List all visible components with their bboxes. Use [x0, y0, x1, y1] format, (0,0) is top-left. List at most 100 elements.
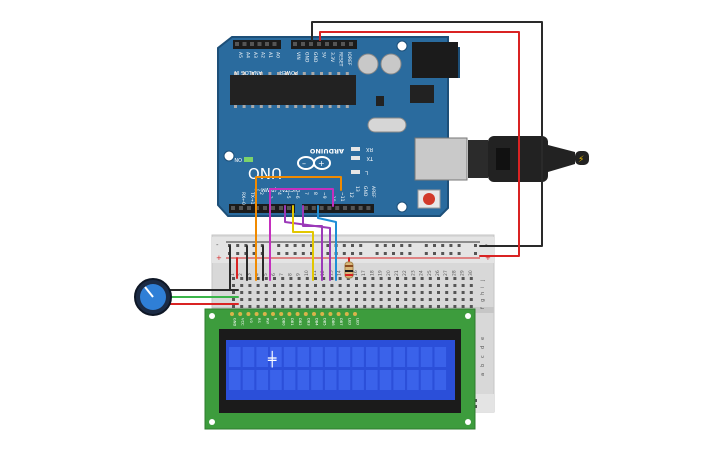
- breadboard-hole[interactable]: [428, 298, 432, 301]
- breadboard-hole[interactable]: [310, 244, 313, 247]
- breadboard-hole[interactable]: [297, 277, 301, 280]
- breadboard-hole[interactable]: [281, 291, 285, 294]
- header-pin[interactable]: [335, 206, 340, 210]
- breadboard-hole[interactable]: [379, 291, 383, 294]
- breadboard-hole[interactable]: [277, 244, 281, 247]
- breadboard-hole[interactable]: [330, 284, 334, 287]
- breadboard-hole[interactable]: [342, 252, 346, 255]
- breadboard-hole[interactable]: [363, 284, 367, 287]
- breadboard-hole[interactable]: [363, 305, 367, 308]
- breadboard-hole[interactable]: [457, 252, 461, 255]
- breadboard-hole[interactable]: [273, 277, 276, 280]
- breadboard-hole[interactable]: [240, 298, 244, 301]
- header-pin[interactable]: [304, 206, 308, 210]
- breadboard-hole[interactable]: [355, 284, 358, 287]
- breadboard-hole[interactable]: [305, 291, 309, 294]
- header-pin[interactable]: [319, 206, 324, 210]
- breadboard-hole[interactable]: [273, 298, 276, 301]
- breadboard-hole[interactable]: [338, 298, 342, 301]
- power-header[interactable]: [291, 40, 357, 49]
- breadboard-hole[interactable]: [445, 291, 449, 294]
- breadboard-hole[interactable]: [420, 284, 424, 287]
- breadboard-hole[interactable]: [326, 244, 330, 247]
- lcd-pin[interactable]: [238, 312, 243, 316]
- wire-rs-orange[interactable]: [255, 176, 342, 281]
- breadboard-hole[interactable]: [445, 284, 449, 287]
- header-pin[interactable]: [349, 42, 353, 46]
- header-pin[interactable]: [366, 206, 371, 210]
- header-pin[interactable]: [317, 42, 321, 46]
- breadboard-hole[interactable]: [264, 291, 268, 294]
- breadboard-hole[interactable]: [289, 298, 293, 301]
- lcd-pin[interactable]: [320, 312, 325, 316]
- header-pin[interactable]: [257, 42, 262, 46]
- breadboard-hole[interactable]: [322, 284, 326, 287]
- header-pin[interactable]: [311, 206, 316, 210]
- breadboard-hole[interactable]: [453, 298, 457, 301]
- breadboard-hole[interactable]: [277, 252, 281, 255]
- breadboard-hole[interactable]: [264, 305, 268, 308]
- breadboard-hole[interactable]: [248, 305, 252, 308]
- breadboard-hole[interactable]: [469, 277, 473, 280]
- breadboard-hole[interactable]: [346, 298, 350, 301]
- analog-header[interactable]: [233, 40, 281, 49]
- lcd-pin[interactable]: [303, 312, 308, 316]
- breadboard-hole[interactable]: [461, 284, 465, 287]
- wire-5v-rail[interactable]: [319, 31, 520, 257]
- breadboard-hole[interactable]: [461, 291, 465, 294]
- breadboard-hole[interactable]: [330, 305, 334, 308]
- breadboard-hole[interactable]: [338, 284, 342, 287]
- breadboard-hole[interactable]: [408, 252, 412, 255]
- breadboard-hole[interactable]: [469, 305, 473, 308]
- breadboard-hole[interactable]: [404, 305, 408, 308]
- breadboard-hole[interactable]: [379, 305, 383, 308]
- breadboard-hole[interactable]: [441, 244, 445, 247]
- breadboard-hole[interactable]: [346, 284, 350, 287]
- wires[interactable]: [169, 21, 543, 305]
- header-pin[interactable]: [231, 206, 235, 210]
- breadboard-hole[interactable]: [445, 277, 449, 280]
- header-pin[interactable]: [250, 42, 254, 46]
- breadboard-hole[interactable]: [363, 277, 367, 280]
- lcd-pin[interactable]: [312, 312, 316, 316]
- breadboard-hole[interactable]: [305, 284, 309, 287]
- breadboard-hole[interactable]: [371, 291, 375, 294]
- breadboard-hole[interactable]: [256, 284, 260, 287]
- breadboard-hole[interactable]: [310, 252, 313, 255]
- header-pin[interactable]: [333, 42, 337, 46]
- header-pin[interactable]: [235, 42, 239, 46]
- breadboard-hole[interactable]: [293, 252, 297, 255]
- breadboard-hole[interactable]: [408, 244, 412, 247]
- lcd-pin[interactable]: [295, 312, 300, 316]
- breadboard-hole[interactable]: [474, 244, 477, 247]
- breadboard-hole[interactable]: [281, 284, 285, 287]
- breadboard-hole[interactable]: [359, 244, 363, 247]
- breadboard-hole[interactable]: [461, 277, 465, 280]
- breadboard-hole[interactable]: [264, 277, 268, 280]
- breadboard-hole[interactable]: [461, 305, 465, 308]
- breadboard-hole[interactable]: [428, 277, 432, 280]
- breadboard-hole[interactable]: [314, 298, 317, 301]
- breadboard-hole[interactable]: [424, 252, 428, 255]
- breadboard-hole[interactable]: [420, 277, 424, 280]
- breadboard-hole[interactable]: [437, 291, 440, 294]
- breadboard-hole[interactable]: [469, 298, 473, 301]
- breadboard-hole[interactable]: [457, 244, 461, 247]
- breadboard-hole[interactable]: [314, 305, 317, 308]
- breadboard-hole[interactable]: [273, 291, 276, 294]
- breadboard-hole[interactable]: [285, 252, 289, 255]
- breadboard-hole[interactable]: [375, 244, 379, 247]
- breadboard-hole[interactable]: [248, 298, 252, 301]
- breadboard-hole[interactable]: [232, 284, 235, 287]
- breadboard-hole[interactable]: [297, 305, 301, 308]
- breadboard-hole[interactable]: [314, 277, 317, 280]
- breadboard-hole[interactable]: [363, 291, 367, 294]
- breadboard-hole[interactable]: [252, 244, 256, 247]
- breadboard-hole[interactable]: [396, 298, 399, 301]
- lcd-pin[interactable]: [254, 312, 259, 316]
- header-pin[interactable]: [309, 42, 313, 46]
- header-pin[interactable]: [293, 42, 297, 46]
- breadboard-hole[interactable]: [330, 298, 334, 301]
- breadboard-hole[interactable]: [322, 305, 326, 308]
